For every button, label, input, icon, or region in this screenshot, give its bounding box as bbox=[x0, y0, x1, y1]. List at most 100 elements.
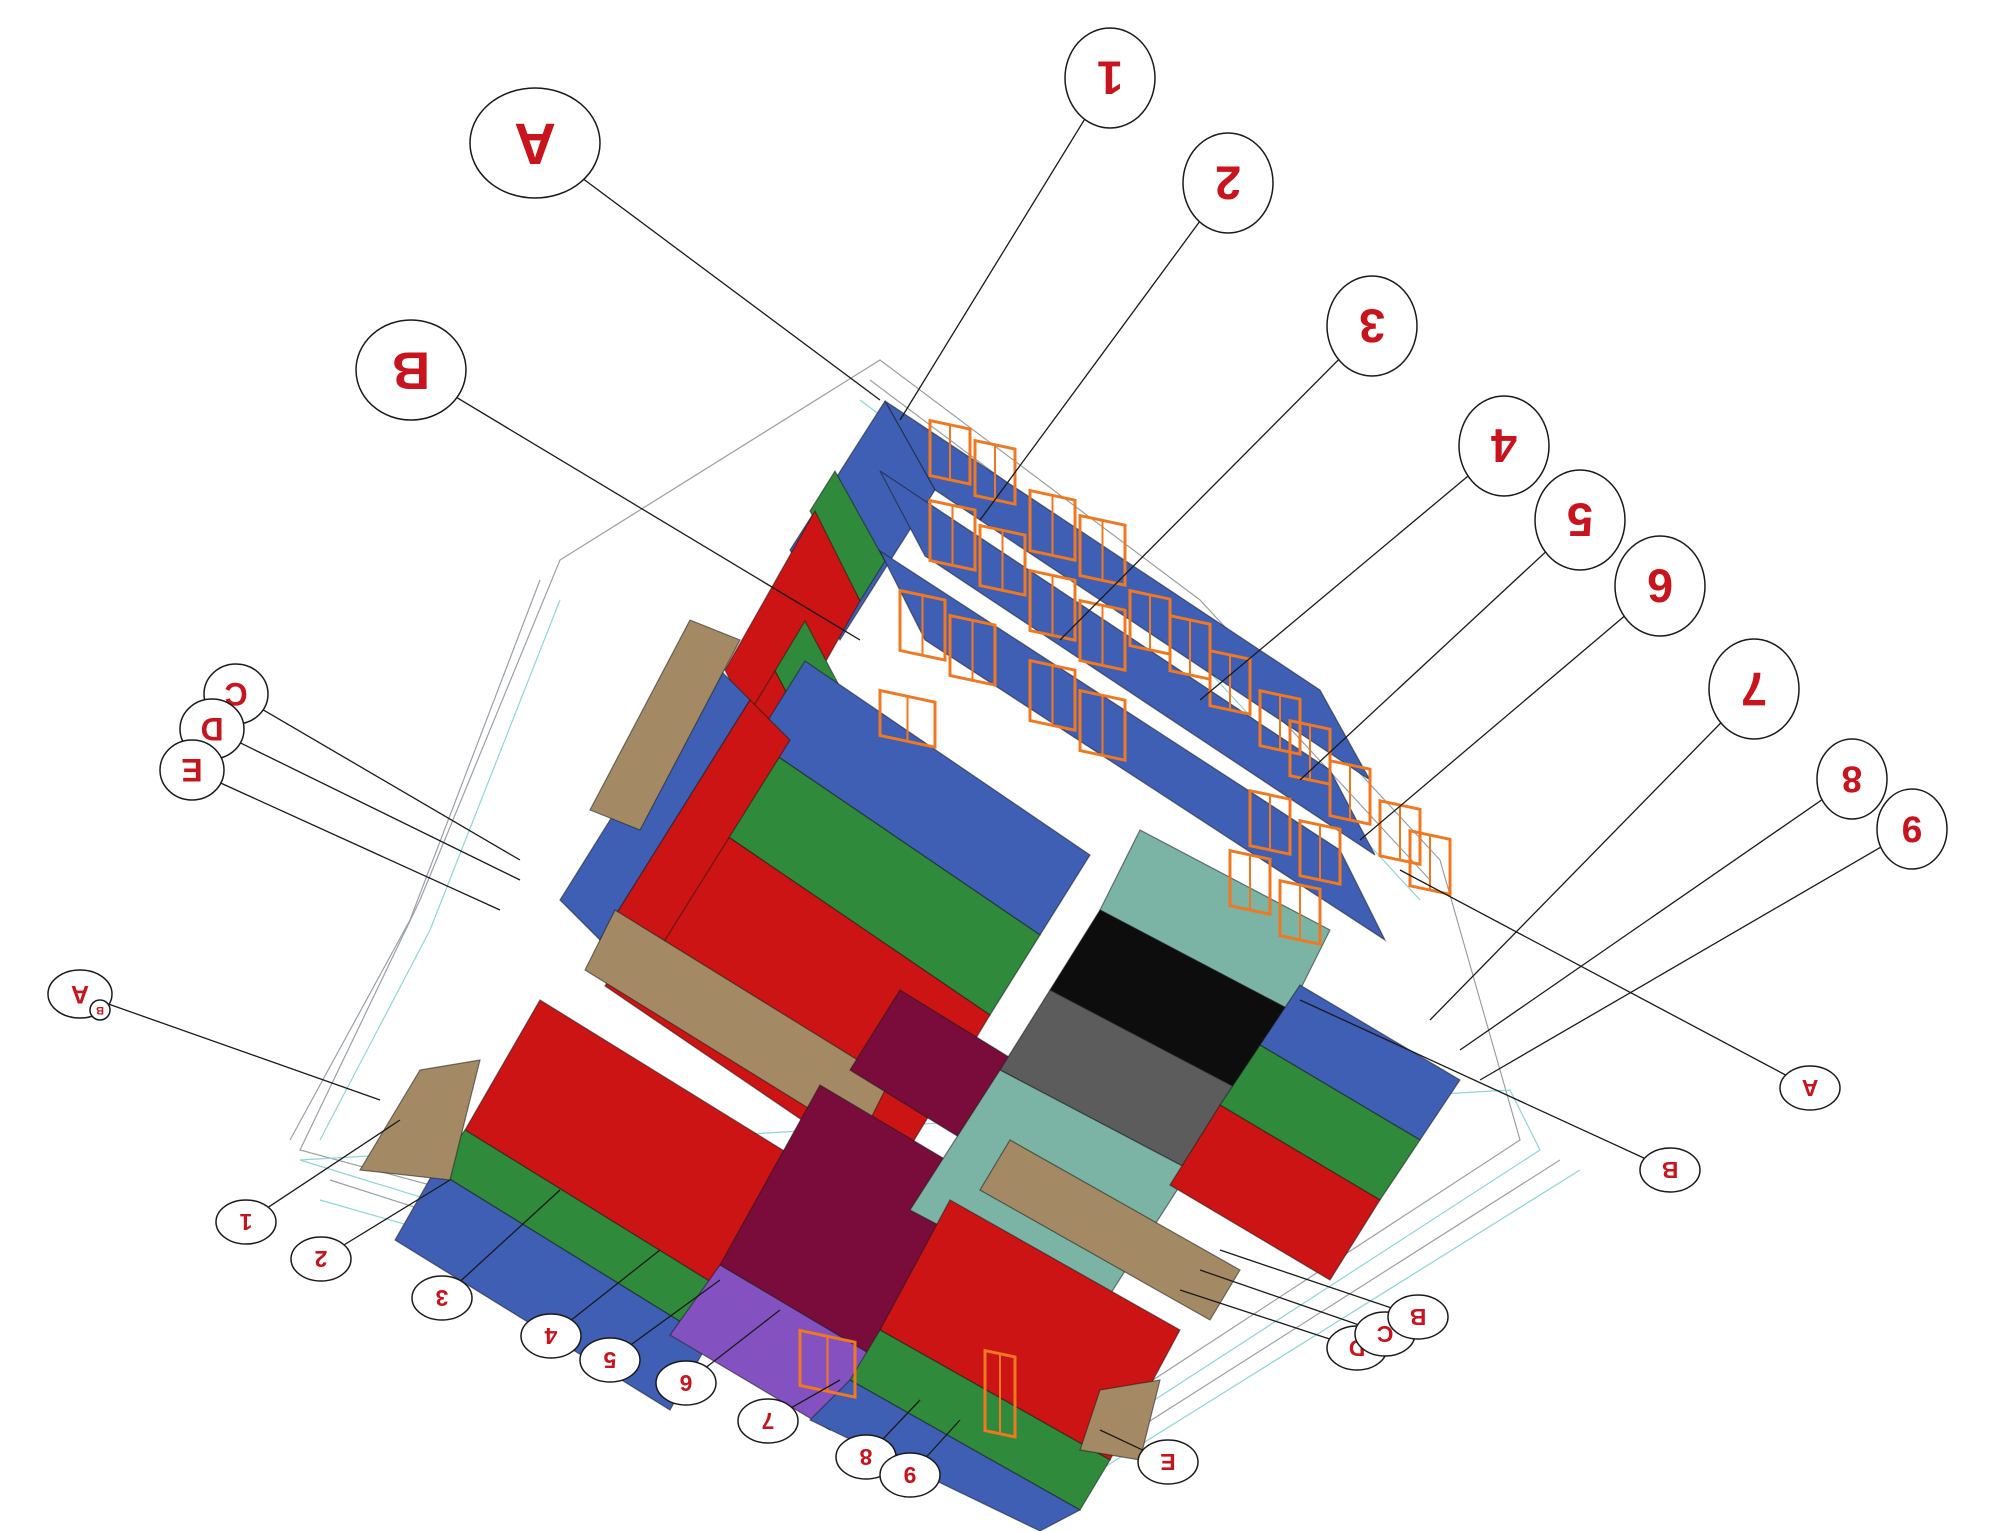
top-bubble-circle-10 bbox=[355, 319, 467, 421]
bottom-bubble-label-9: E bbox=[1160, 1449, 1175, 1475]
top-bubble-circle-13 bbox=[159, 739, 225, 801]
bottom-leader-11 bbox=[1199, 1269, 1386, 1335]
bottom-leader-0 bbox=[245, 1119, 401, 1223]
wireframe-edge-5 bbox=[289, 579, 541, 1141]
bottom-bubble-14: B bbox=[89, 999, 111, 1021]
bottom-bubble-circle-1 bbox=[290, 1236, 352, 1282]
bottom-leader-12 bbox=[1219, 1249, 1419, 1318]
top-bubble-label-11: C bbox=[224, 676, 247, 712]
top-bubble-circle-4 bbox=[1458, 395, 1550, 497]
top-bubble-label-9: 9 bbox=[1902, 809, 1923, 850]
slab-blue-5 bbox=[878, 549, 1387, 942]
bottom-bubble-circle-6 bbox=[737, 1398, 799, 1444]
top-bubble-15: B bbox=[1639, 1147, 1701, 1193]
top-bubble-2: 2 bbox=[1182, 132, 1274, 234]
bottom-bubble-circle-14 bbox=[89, 999, 111, 1021]
top-bubble-circle-1 bbox=[1064, 27, 1156, 129]
top-bubble-label-2: 2 bbox=[1215, 157, 1241, 210]
bottom-bubble-label-4: 5 bbox=[603, 1347, 616, 1373]
bottom-bubble-label-1: 2 bbox=[315, 1246, 328, 1272]
top-bubble-circle-5 bbox=[1534, 469, 1626, 571]
bottom-bubble-circle-3 bbox=[520, 1313, 582, 1359]
top-bubble-label-5: 5 bbox=[1567, 494, 1593, 547]
bottom-bubble-label-14: B bbox=[96, 1004, 104, 1016]
slab-blue-31 bbox=[808, 1379, 1082, 1531]
top-bubble-circle-0 bbox=[469, 87, 601, 199]
top-bubble-7: 7 bbox=[1708, 638, 1800, 740]
bottom-bubble-circle-2 bbox=[411, 1275, 473, 1321]
bottom-bubble-label-13: A bbox=[71, 980, 89, 1008]
bottom-bubble-circle-9 bbox=[1137, 1439, 1199, 1485]
top-bubble-4: 4 bbox=[1458, 395, 1550, 497]
building-details bbox=[798, 418, 1452, 1439]
bottom-bubble-label-5: 6 bbox=[680, 1370, 693, 1396]
top-leader-6 bbox=[1359, 585, 1661, 841]
top-bubble-circle-6 bbox=[1614, 535, 1706, 637]
top-leader-10 bbox=[410, 369, 861, 641]
bottom-bubble-3: 4 bbox=[520, 1313, 582, 1359]
top-bubble-label-4: 4 bbox=[1491, 420, 1517, 473]
top-bubble-circle-2 bbox=[1182, 132, 1274, 234]
bottom-bubble-2: 3 bbox=[411, 1275, 473, 1321]
top-leader-7 bbox=[1429, 688, 1755, 1021]
top-leader-5 bbox=[1299, 519, 1581, 781]
top-bubble-circle-7 bbox=[1708, 638, 1800, 740]
bottom-bubble-label-3: 4 bbox=[544, 1323, 557, 1349]
top-leader-12 bbox=[211, 728, 521, 881]
bottom-bubble-circle-4 bbox=[579, 1337, 641, 1383]
bottom-bubble-4: 5 bbox=[579, 1337, 641, 1383]
top-leader-0 bbox=[534, 142, 881, 401]
slab-tan-14 bbox=[589, 619, 741, 831]
top-bubble-1: 1 bbox=[1064, 27, 1156, 129]
bottom-bubble-9: E bbox=[1137, 1439, 1199, 1485]
top-bubble-label-13: E bbox=[181, 752, 202, 788]
bottom-bubble-1: 2 bbox=[290, 1236, 352, 1282]
top-bubble-label-3: 3 bbox=[1359, 300, 1385, 353]
top-bubble-circle-14 bbox=[1779, 1065, 1841, 1111]
top-bubble-9: 9 bbox=[1876, 788, 1948, 870]
bottom-bubble-5: 6 bbox=[655, 1360, 717, 1406]
slab-red-27 bbox=[1169, 1104, 1381, 1281]
top-bubble-0: A bbox=[469, 87, 601, 199]
top-bubble-10: B bbox=[355, 319, 467, 421]
top-leader-15 bbox=[1299, 999, 1671, 1171]
top-leader-4 bbox=[1199, 445, 1505, 701]
top-bubble-14: A bbox=[1779, 1065, 1841, 1111]
top-bubble-circle-15 bbox=[1639, 1147, 1701, 1193]
top-leader-8 bbox=[1459, 778, 1853, 1051]
top-bubble-label-8: 8 bbox=[1842, 759, 1863, 800]
top-bubble-circle-8 bbox=[1816, 738, 1888, 820]
top-bubble-label-6: 6 bbox=[1647, 560, 1673, 613]
bottom-leader-13 bbox=[79, 993, 381, 1101]
top-bubble-circle-9 bbox=[1876, 788, 1948, 870]
top-bubble-6: 6 bbox=[1614, 535, 1706, 637]
bottom-bubble-6: 7 bbox=[737, 1398, 799, 1444]
top-bubble-13: E bbox=[159, 739, 225, 801]
bottom-bubble-circle-12 bbox=[1387, 1294, 1449, 1340]
bottom-leader-2 bbox=[441, 1189, 561, 1299]
top-leader-14 bbox=[1399, 869, 1811, 1089]
bottom-bubble-label-12: B bbox=[1410, 1304, 1427, 1330]
bottom-bubble-circle-8 bbox=[879, 1452, 941, 1498]
bottom-bubble-circle-5 bbox=[655, 1360, 717, 1406]
top-leader-3 bbox=[1059, 325, 1373, 641]
floor-slabs bbox=[359, 399, 1461, 1531]
top-bubble-circle-3 bbox=[1326, 275, 1418, 377]
bottom-bubble-label-0: 1 bbox=[239, 1209, 252, 1235]
top-leader-2 bbox=[979, 182, 1229, 521]
slab-blue-4 bbox=[879, 470, 1376, 856]
top-bubble-label-15: B bbox=[1662, 1157, 1679, 1183]
bottom-bubble-label-8: 9 bbox=[904, 1462, 917, 1488]
wireframe-edge-6 bbox=[319, 599, 561, 1141]
bottom-bubble-circle-0 bbox=[215, 1199, 277, 1245]
bottom-bubble-0: 1 bbox=[215, 1199, 277, 1245]
top-bubble-label-14: A bbox=[1802, 1075, 1819, 1101]
top-bubble-label-0: A bbox=[514, 111, 556, 176]
top-leader-11 bbox=[235, 693, 521, 861]
bottom-bubble-label-11: C bbox=[1377, 1321, 1394, 1347]
top-leader-9 bbox=[1479, 828, 1913, 1081]
top-bubble-label-1: 1 bbox=[1097, 52, 1123, 105]
top-bubble-8: 8 bbox=[1816, 738, 1888, 820]
